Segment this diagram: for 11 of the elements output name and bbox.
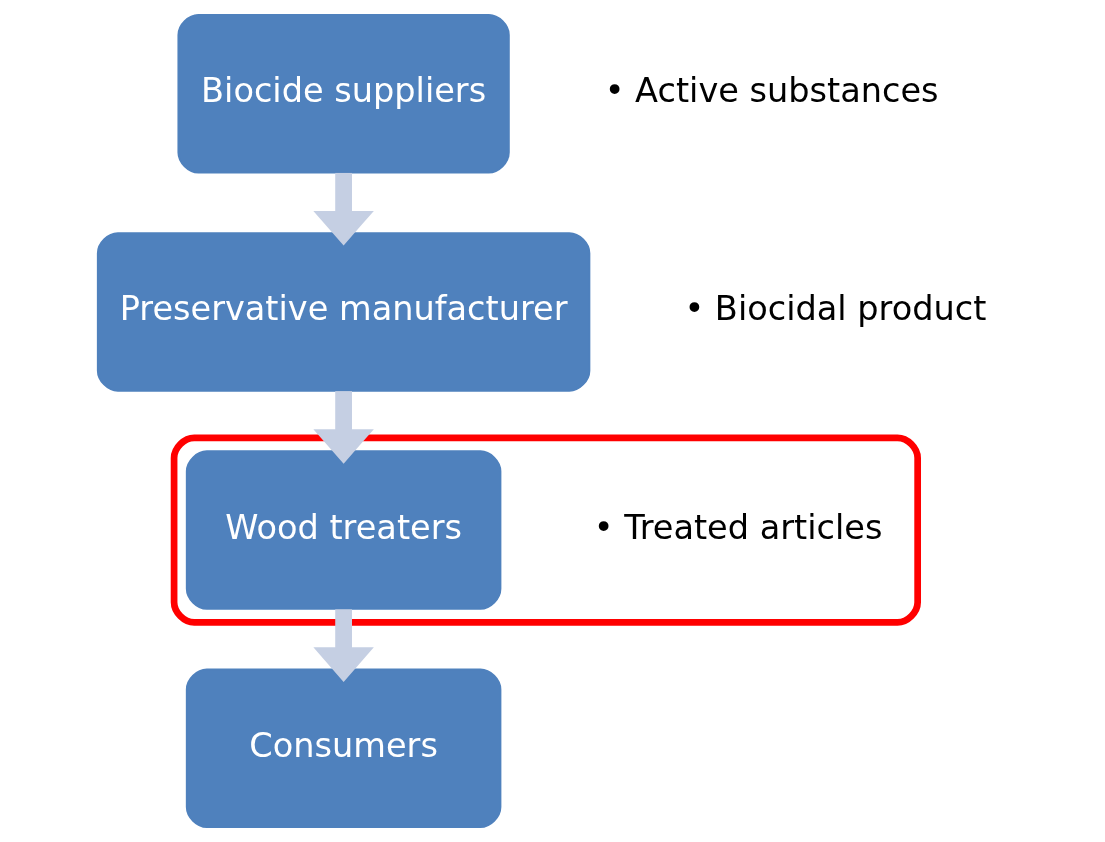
node-box: Biocide suppliers: [176, 13, 510, 174]
node-box: Wood treaters: [185, 450, 501, 610]
node-label: • Active substances: [604, 71, 939, 111]
node-label: • Treated articles: [593, 507, 882, 547]
arrow: [312, 609, 374, 682]
arrow: [312, 172, 374, 246]
arrow: [312, 391, 374, 464]
node-box: Preservative manufacturer: [96, 232, 590, 392]
cluster: [170, 434, 921, 626]
node-label: • Biocidal product: [683, 289, 986, 329]
node-box: Consumers: [185, 668, 501, 829]
